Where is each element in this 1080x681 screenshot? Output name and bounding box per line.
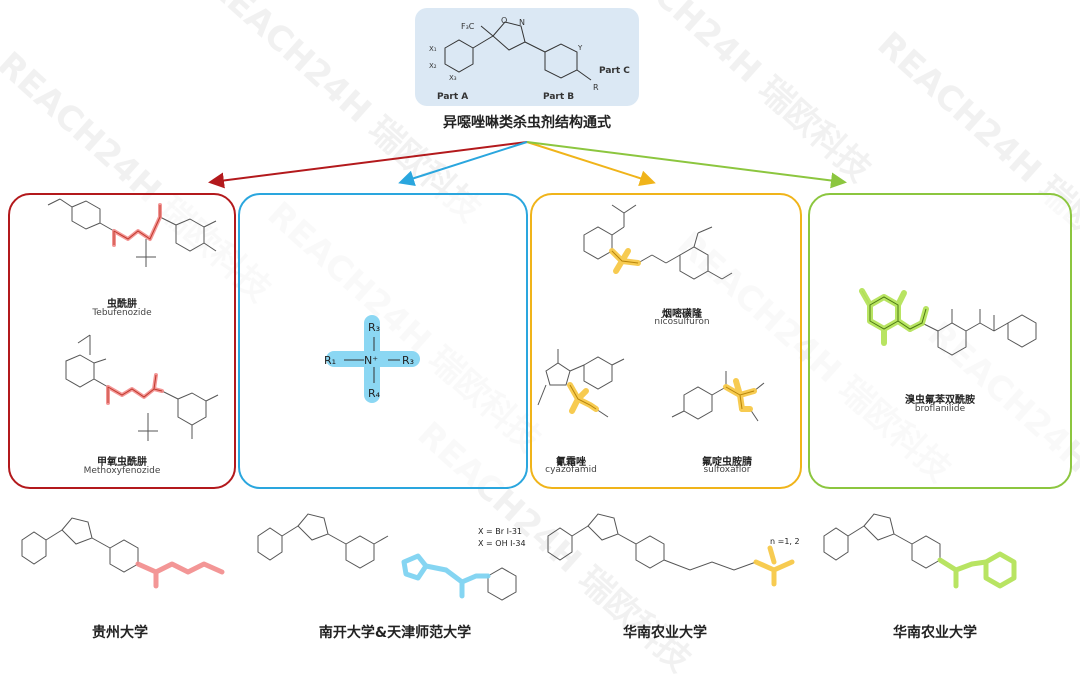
broflanilide-en: broflanilide: [914, 404, 966, 414]
bottom-structures: X = Br I-31 X = OH I-34 n =1, 2: [21, 513, 1017, 601]
panel-green: 溴虫氟苯双酰胺 broflanilide: [808, 193, 1072, 489]
n-plus: N⁺: [364, 354, 378, 367]
part-a-label: Part A: [437, 92, 469, 102]
r3-top: R₃: [368, 321, 380, 334]
r1: R₁: [324, 354, 336, 367]
cf3-label: F₃C: [461, 22, 475, 31]
item2-note1: X = Br I-31: [478, 527, 522, 536]
core-structure-svg: F₃C O N X₁ X₂ X₃ Y R: [429, 16, 599, 92]
sulfoxaflor-en: sulfoxaflor: [703, 465, 751, 475]
bottom-label-3: 华南农业大学: [623, 625, 707, 641]
item2-note2: X = OH I-34: [478, 539, 526, 548]
x1-label: X₁: [429, 45, 437, 53]
r-label: R: [593, 83, 599, 92]
quaternary-ammonium-structure: R₃ R₁ N⁺ R₃ R₄: [324, 315, 420, 403]
x3-label: X₃: [449, 74, 457, 82]
broflanilide-structure: [859, 288, 1037, 356]
cyazofamid-en: cyazofamid: [545, 465, 597, 475]
methoxyfenozide-cn: 甲氧虫酰肼: [97, 457, 147, 468]
item3-note1: n =1, 2: [770, 537, 800, 546]
panel-yellow: 烟嘧磺隆 nicosulfuron 氰霜唑 cyazofamid 氟啶虫胺腈 s…: [530, 193, 802, 489]
panel-blue: R₃ R₁ N⁺ R₃ R₄: [238, 193, 528, 489]
part-b-label: Part B: [543, 92, 575, 102]
arrow-blue: [398, 141, 528, 186]
nicosulfuron-en: nicosulfuron: [654, 317, 710, 327]
core-title: 异噁唑啉类杀虫剂结构通式: [443, 115, 611, 131]
tebufenozide-cn: 虫酰肼: [107, 299, 137, 310]
nicosulfuron-cn: 烟嘧磺隆: [662, 309, 702, 320]
cyazofamid-cn: 氰霜唑: [556, 457, 586, 468]
r3-right: R₃: [402, 354, 414, 367]
arrows: [208, 141, 847, 189]
arrow-green: [526, 141, 847, 189]
core-structure-box: F₃C O N X₁ X₂ X₃ Y R Part A Part B Part …: [415, 8, 639, 106]
broflanilide-cn: 溴虫氟苯双酰胺: [905, 395, 975, 406]
x2-label: X₂: [429, 62, 437, 70]
bottom-label-2: 南开大学&天津师范大学: [318, 625, 472, 641]
yellow-structures: [537, 204, 765, 422]
methoxyfenozide-en: Methoxyfenozide: [83, 466, 161, 476]
tebufenozide-en: Tebufenozide: [92, 308, 152, 318]
sulfoxaflor-cn: 氟啶虫胺腈: [702, 457, 752, 468]
bottom-label-1: 贵州大学: [92, 625, 148, 641]
part-c-label: Part C: [599, 66, 630, 76]
arrow-yellow: [526, 141, 656, 186]
bottom-label-4: 华南农业大学: [893, 625, 977, 641]
r4: R₄: [368, 387, 381, 400]
arrow-red: [208, 141, 528, 189]
red-structures: [47, 198, 219, 441]
n-label: N: [519, 18, 525, 27]
panel-red: 虫酰肼 Tebufenozide 甲氧虫酰肼 Methoxyfenozide: [8, 193, 236, 489]
y-label: Y: [577, 44, 583, 52]
o-label: O: [501, 16, 507, 25]
